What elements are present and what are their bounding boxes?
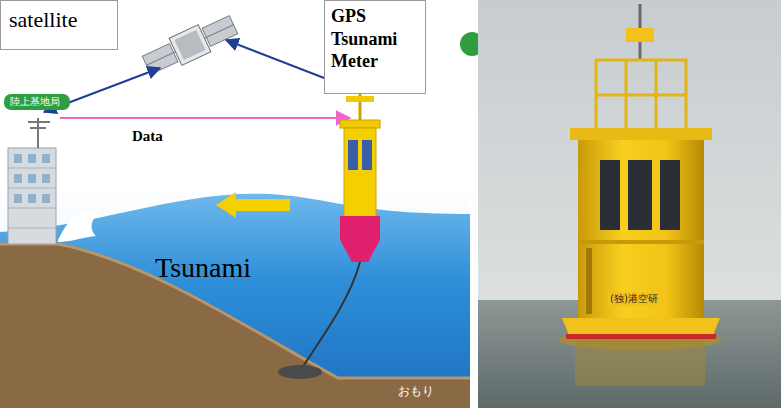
label-box: satellite: [0, 0, 118, 50]
node-text: satellite: [9, 7, 109, 33]
label-box: GPS Tsunami Meter: [324, 0, 426, 94]
buoy-marking: (独)港空研: [608, 292, 660, 306]
station-tag: 陸上基地局: [4, 94, 70, 110]
weight-label: おもり: [398, 383, 434, 400]
data-tag: Data: [118, 125, 177, 148]
node-text: 陸上基地局: [10, 95, 64, 109]
node-text: GPS Tsunami Meter: [331, 5, 419, 73]
node-text: Data: [132, 128, 163, 145]
wave-label: Tsunami: [155, 252, 251, 284]
